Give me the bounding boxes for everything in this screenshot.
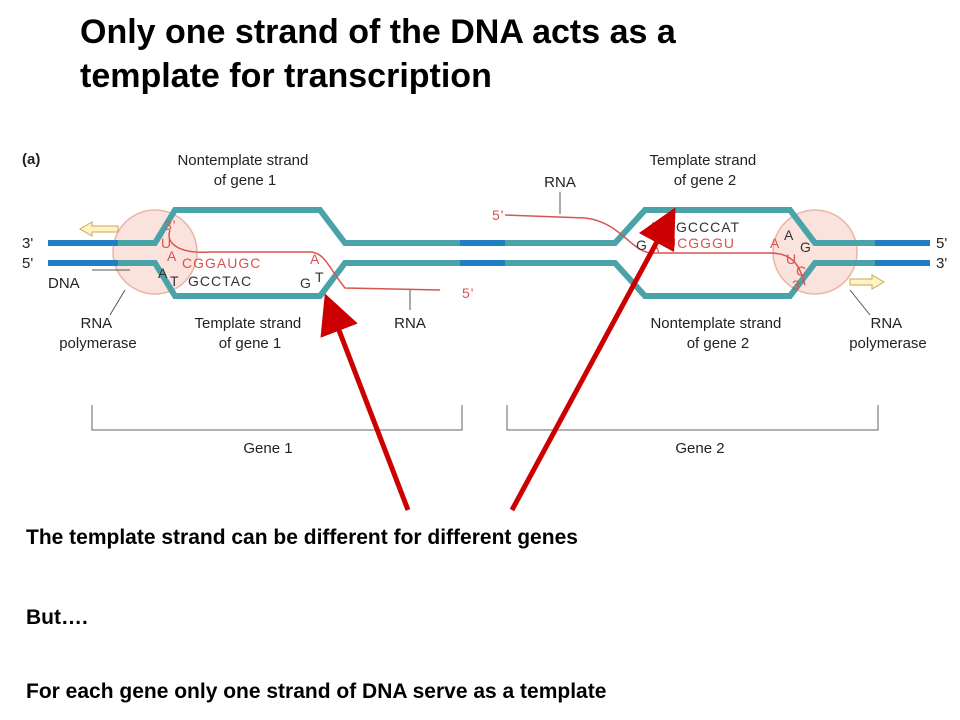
- gene2-rna-left: A: [650, 239, 660, 255]
- rna-polymerase-left-shape: [112, 209, 198, 295]
- label-rna-polymerase-left: RNA polymerase: [59, 315, 137, 352]
- gene1-template-curve-left: A: [158, 265, 168, 281]
- label-gene2: Gene 2: [675, 440, 724, 457]
- gene2-rna-right: A: [770, 235, 780, 251]
- gene1-rna-5prime: 5': [462, 285, 474, 301]
- label-template-gene2-line1: Template strand: [650, 152, 757, 169]
- gene2-rna-right2: U: [786, 251, 797, 267]
- label-rna-right-top: RNA: [544, 174, 576, 191]
- label-nontemplate-gene2-line2: of gene 2: [687, 335, 750, 352]
- gene1-template-tail-g: G: [300, 275, 312, 291]
- rna-polymerase-right-shape: [772, 209, 858, 295]
- text-line-one-strand: For each gene only one strand of DNA ser…: [26, 680, 607, 703]
- right-direction-arrow: [849, 274, 885, 290]
- end-left-bottom: 5': [22, 255, 33, 272]
- gene2-bracket: [506, 405, 879, 431]
- gene1-template-curve-right: T: [170, 273, 180, 289]
- end-right-bottom: 3': [936, 255, 947, 272]
- label-rna-polymerase-left-line1: RNA: [80, 315, 112, 332]
- label-rna-polymerase-right-line2: polymerase: [849, 335, 927, 352]
- label-nontemplate-gene2: Nontemplate strand of gene 2: [650, 315, 785, 352]
- label-gene1: Gene 1: [243, 440, 292, 457]
- text-line-but: But….: [26, 606, 88, 629]
- transcription-diagram: (a) 3' U A CGGAUGC A A T GCCTAC G T 5' 5…: [22, 151, 947, 457]
- label-rna-polymerase-right-line1: RNA: [870, 315, 902, 332]
- gene1-rna-curve-bottom: A: [167, 248, 177, 264]
- label-template-gene1-line2: of gene 1: [219, 335, 282, 352]
- gene2-template-right: A: [784, 227, 794, 243]
- slide-title-line2: template for transcription: [80, 57, 492, 95]
- gene2-rna-sequence: UCGGGU: [666, 235, 735, 251]
- end-right-top: 5': [936, 235, 947, 252]
- label-rna-polymerase-right: RNA polymerase: [849, 315, 927, 352]
- gene2-rna-5prime: 5': [492, 207, 504, 223]
- slide-title-line1: Only one strand of the DNA acts as a: [80, 13, 676, 51]
- gene2-template-left: G: [636, 237, 648, 253]
- end-left-top: 3': [22, 235, 33, 252]
- label-template-gene2: Template strand of gene 2: [650, 152, 761, 189]
- gene1-rna-3prime: 3': [164, 217, 176, 233]
- leader-polymerase-left: [109, 289, 126, 316]
- gene1-rna-curve-top: U: [161, 235, 172, 251]
- gene1-template-sequence: GCCTAC: [188, 273, 252, 289]
- label-template-gene1: Template strand of gene 1: [195, 315, 306, 352]
- gene2-template-sequence: GCCCAT: [676, 219, 740, 235]
- label-rna-polymerase-left-line2: polymerase: [59, 335, 137, 352]
- label-nontemplate-gene1-line2: of gene 1: [214, 172, 277, 189]
- gene2-rna-right3: C: [796, 263, 807, 279]
- gene1-rna-sequence: CGGAUGC: [182, 255, 261, 271]
- label-nontemplate-gene1: Nontemplate strand of gene 1: [177, 152, 312, 189]
- label-template-gene1-line1: Template strand: [195, 315, 302, 332]
- gene2-rna-3prime: 3': [792, 277, 804, 293]
- panel-label: (a): [22, 151, 40, 168]
- slide-title: Only one strand of the DNA acts as a tem…: [80, 10, 940, 98]
- text-line-template-different: The template strand can be different for…: [26, 526, 578, 549]
- leader-polymerase-right: [849, 289, 871, 316]
- label-template-gene2-line2: of gene 2: [674, 172, 737, 189]
- gene1-bracket: [91, 405, 463, 431]
- label-nontemplate-gene1-line1: Nontemplate strand: [177, 152, 308, 169]
- gene2-template-right2: G: [800, 239, 812, 255]
- gene1-template-tail-t: T: [315, 269, 325, 285]
- label-nontemplate-gene2-line1: Nontemplate strand: [650, 315, 781, 332]
- gene1-rna-tail: A: [310, 251, 320, 267]
- label-rna-left-bottom: RNA: [394, 315, 426, 332]
- left-direction-arrow: [79, 221, 119, 237]
- gene2-template-left2: T: [652, 219, 662, 235]
- label-dna: DNA: [48, 275, 80, 292]
- gene1-rna-strand: [168, 229, 441, 291]
